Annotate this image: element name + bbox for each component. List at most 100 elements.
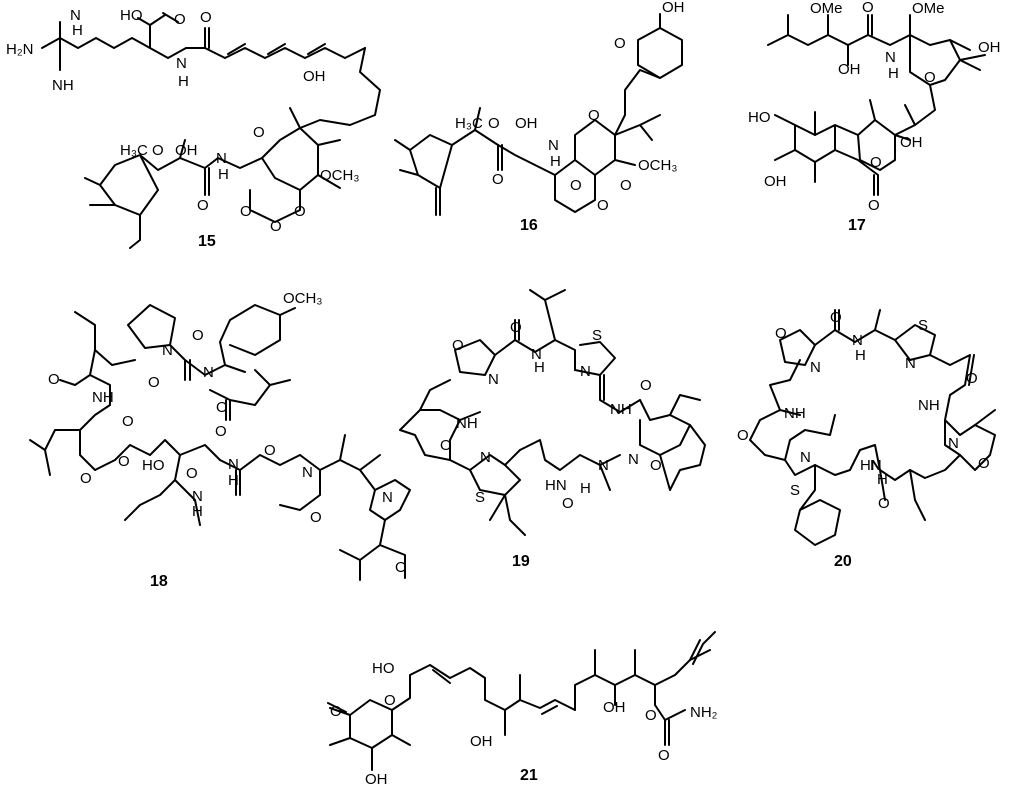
compound-16-label: OCH₃ xyxy=(638,157,677,174)
compound-18-label: N xyxy=(302,464,313,481)
compound-20-label: H xyxy=(877,471,888,488)
compound-21-label: O xyxy=(645,707,657,724)
compound-15-label: O xyxy=(152,142,164,159)
compound-20-label: H xyxy=(855,347,866,364)
compound-21-label: O xyxy=(330,703,342,720)
compound-15-label: H xyxy=(218,166,229,183)
compound-18-label: O xyxy=(215,423,227,440)
compound-21-label: NH₂ xyxy=(690,704,718,721)
compound-19-label: O xyxy=(452,337,464,354)
compound-15-label: OH xyxy=(175,142,198,159)
compound-20-label: N xyxy=(800,449,811,466)
compound-19: O S O N H N N O NH NH HN O N N S N H O O… xyxy=(399,289,706,570)
compound-19-label: H xyxy=(580,480,591,497)
compound-18-label: N xyxy=(192,488,203,505)
compound-18-label: O xyxy=(122,413,134,430)
compound-21-label: O xyxy=(658,747,670,764)
compound-20-label: N xyxy=(870,457,881,474)
compound-15-label: H₃C xyxy=(120,142,148,159)
compound-18-number: 18 xyxy=(150,573,168,590)
compound-17-label: O xyxy=(868,197,880,214)
compound-19-label: N xyxy=(488,371,499,388)
compound-19-label: O xyxy=(562,495,574,512)
compound-15-label: H xyxy=(72,22,83,39)
compound-16-label: O xyxy=(620,177,632,194)
compound-17-label: OH xyxy=(900,134,923,151)
compound-19-label: N xyxy=(598,457,609,474)
compound-18-label: NH xyxy=(92,389,114,406)
compound-15-label: O xyxy=(174,11,186,28)
compound-18-label: O xyxy=(118,453,130,470)
compound-20-label: O xyxy=(966,370,978,387)
compound-18-label: N xyxy=(203,364,214,381)
compound-21-label: O xyxy=(384,692,396,709)
compound-19-label: HN xyxy=(545,477,567,494)
compound-20-label: O xyxy=(978,455,990,472)
compound-18-label: O xyxy=(216,399,228,416)
compound-17-label: O xyxy=(870,154,882,171)
compound-20-label: N xyxy=(810,359,821,376)
compound-17-label: N xyxy=(885,49,896,66)
compound-16-label: O xyxy=(614,35,626,52)
compound-15-label: O xyxy=(270,218,282,235)
compound-18-label: O xyxy=(192,327,204,344)
compound-16-label: OH xyxy=(662,0,685,16)
compound-15: HO O H₂N N H NH N H O OH H₃C O OH O N H … xyxy=(6,7,381,250)
compound-16-label: H₃C xyxy=(455,115,483,132)
compound-20-label: O xyxy=(737,427,749,444)
compound-16-number: 16 xyxy=(520,217,538,234)
compound-19-label: O xyxy=(440,437,452,454)
compound-19-label: N xyxy=(580,363,591,380)
compound-15-label: OCH₃ xyxy=(320,167,359,184)
compound-15-label: O xyxy=(294,203,306,220)
compound-19-label: N xyxy=(480,449,491,466)
compound-19-label: S xyxy=(475,489,485,506)
compound-19-label: N xyxy=(628,451,639,468)
compound-17-label: H xyxy=(888,65,899,82)
compound-15-label: H₂N xyxy=(6,41,34,58)
compound-20-label: HN xyxy=(860,457,882,474)
compound-20: O S O N H N N O NH NH HN O N N S N H O O… xyxy=(737,309,996,570)
compound-16-label: O xyxy=(492,171,504,188)
compound-15-number: 15 xyxy=(198,233,216,250)
compound-15-label: O xyxy=(197,197,209,214)
compound-20-label: NH xyxy=(784,405,806,422)
compound-20-label: O xyxy=(878,495,890,512)
compound-17-label: O xyxy=(862,0,874,16)
compound-19-label: NH xyxy=(456,415,478,432)
compound-20-label: NH xyxy=(918,397,940,414)
compound-18-label: N xyxy=(228,456,239,473)
compound-17-label: OH xyxy=(764,173,787,190)
compound-18-label: O xyxy=(395,559,407,576)
compound-21-label: OH xyxy=(365,771,388,787)
compound-20-number: 20 xyxy=(834,553,852,570)
compound-16-label: H xyxy=(550,153,561,170)
compound-15-label: HO xyxy=(120,7,143,24)
compound-19-label: N xyxy=(531,346,542,363)
compound-17-label: OH xyxy=(978,39,1001,56)
compound-21-number: 21 xyxy=(520,767,538,784)
compound-18-label: HO xyxy=(142,457,165,474)
compound-17-label: O xyxy=(924,69,936,86)
compound-15-label: H xyxy=(178,73,189,90)
compound-20-label: S xyxy=(918,317,928,334)
compound-18-label: O xyxy=(148,374,160,391)
compound-20-label: N xyxy=(852,332,863,349)
compound-18-label: N xyxy=(382,489,393,506)
compound-19-label: S xyxy=(592,327,602,344)
compound-15-label: O xyxy=(200,9,212,26)
compound-17-number: 17 xyxy=(848,217,866,234)
compound-17-label: OH xyxy=(838,61,861,78)
compound-18-label: H xyxy=(192,503,203,520)
compound-18-label: OCH₃ xyxy=(283,290,322,307)
compound-19-label: O xyxy=(510,319,522,336)
compound-16-label: OH xyxy=(515,115,538,132)
compound-19-label: O xyxy=(640,377,652,394)
compound-18-label: H xyxy=(228,472,239,489)
compound-17-label: HO xyxy=(748,109,771,126)
compound-20-label: N xyxy=(905,355,916,372)
compound-20-label: O xyxy=(775,325,787,342)
compound-16-label: N xyxy=(548,137,559,154)
